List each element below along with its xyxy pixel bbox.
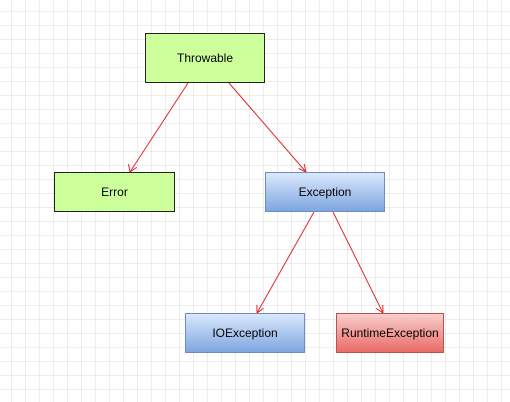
- node-label-runtimeexception: RuntimeException: [341, 326, 439, 340]
- node-label-throwable: Throwable: [176, 51, 234, 65]
- edge-exception-runtimeexception: [332, 211, 384, 314]
- edge-throwable-exception: [228, 82, 307, 173]
- edge-exception-ioexception: [256, 211, 315, 314]
- node-exception[interactable]: Exception: [265, 172, 385, 212]
- node-error[interactable]: Error: [54, 172, 175, 212]
- node-throwable[interactable]: Throwable: [145, 33, 265, 83]
- node-label-ioexception: IOException: [212, 326, 278, 340]
- node-runtimeexception[interactable]: RuntimeException: [336, 313, 444, 353]
- node-label-exception: Exception: [298, 185, 352, 199]
- edge-throwable-error: [128, 82, 189, 173]
- node-label-error: Error: [101, 185, 128, 199]
- node-ioexception[interactable]: IOException: [185, 313, 305, 353]
